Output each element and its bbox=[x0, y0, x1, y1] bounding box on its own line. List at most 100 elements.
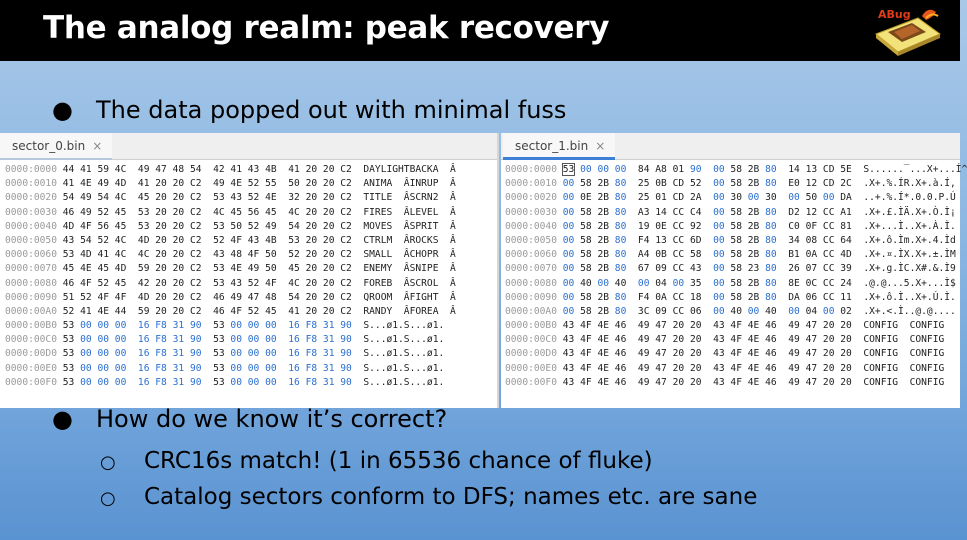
hex-byte[interactable]: 44 bbox=[114, 305, 127, 317]
hex-byte[interactable]: C2 bbox=[189, 291, 202, 303]
row-hex-bytes[interactable]: 00 58 2B 80 3C 09 CC 06 00 40 00 40 00 0… bbox=[563, 306, 852, 317]
hex-byte[interactable]: 4F bbox=[730, 348, 742, 360]
hex-byte[interactable]: C2 bbox=[340, 277, 352, 289]
hex-byte[interactable]: A3 bbox=[637, 206, 650, 218]
hex-byte[interactable]: 53 bbox=[137, 220, 150, 232]
hex-byte[interactable]: 12 bbox=[805, 178, 818, 190]
hex-byte[interactable]: 00 bbox=[265, 348, 277, 360]
hex-byte[interactable]: 4F bbox=[97, 291, 110, 303]
hex-row[interactable]: 0000:00E0 53 00 00 00 16 F8 31 90 53 00 … bbox=[0, 362, 497, 376]
hex-byte[interactable]: 2B bbox=[747, 291, 760, 303]
hex-row[interactable]: 0000:0040 00 58 2B 80 19 0E CC 92 00 58 … bbox=[501, 220, 960, 234]
hex-byte[interactable]: C2 bbox=[189, 234, 202, 246]
hex-byte[interactable]: 0C bbox=[805, 277, 818, 289]
hex-byte[interactable]: 31 bbox=[172, 348, 185, 360]
hex-byte[interactable]: 53 bbox=[561, 163, 576, 176]
hex-byte[interactable]: 00 bbox=[597, 164, 610, 175]
hex-byte[interactable]: 20 bbox=[305, 291, 318, 303]
hex-byte[interactable]: 16 bbox=[137, 348, 150, 360]
hex-byte[interactable]: 90 bbox=[189, 320, 202, 332]
hex-byte[interactable]: 20 bbox=[322, 192, 335, 204]
hex-byte[interactable]: 4E bbox=[265, 192, 277, 204]
hex-byte[interactable]: 0B bbox=[655, 249, 667, 261]
hex-byte[interactable]: 20 bbox=[305, 178, 318, 190]
hex-byte[interactable]: 49 bbox=[788, 334, 800, 346]
hex-byte[interactable]: 41 bbox=[288, 305, 300, 317]
hex-byte[interactable]: 2B bbox=[597, 206, 610, 218]
hex-byte[interactable]: F8 bbox=[155, 334, 167, 346]
hex-byte[interactable]: 31 bbox=[172, 334, 185, 346]
hex-byte[interactable]: 56 bbox=[97, 220, 110, 232]
hex-byte[interactable]: 51 bbox=[62, 291, 75, 303]
hex-byte[interactable]: 48 bbox=[265, 291, 277, 303]
hex-byte[interactable]: 30 bbox=[730, 192, 742, 204]
hex-byte[interactable]: 00 bbox=[114, 320, 127, 332]
hex-byte[interactable]: 90 bbox=[340, 362, 352, 374]
hex-byte[interactable]: 49 bbox=[213, 178, 225, 190]
hex-byte[interactable]: 54 bbox=[288, 291, 300, 303]
hex-byte[interactable]: 20 bbox=[155, 206, 167, 218]
hex-byte[interactable]: 0B bbox=[655, 178, 667, 190]
hex-byte[interactable]: 2C bbox=[840, 178, 852, 190]
hex-byte[interactable]: CC bbox=[822, 277, 835, 289]
hex-byte[interactable]: 4F bbox=[730, 362, 742, 374]
hex-byte[interactable]: 52 bbox=[247, 305, 260, 317]
hex-byte[interactable]: CC bbox=[672, 249, 685, 261]
row-hex-bytes[interactable]: 00 0E 2B 80 25 01 CD 2A 00 30 00 30 00 5… bbox=[563, 192, 852, 203]
hex-byte[interactable]: 47 bbox=[655, 320, 667, 332]
hex-byte[interactable]: 4E bbox=[97, 305, 110, 317]
hex-byte[interactable]: 00 bbox=[713, 277, 725, 289]
hex-byte[interactable]: F8 bbox=[305, 334, 318, 346]
hex-byte[interactable]: 84 bbox=[637, 164, 650, 175]
hex-byte[interactable]: 20 bbox=[822, 362, 835, 374]
hex-byte[interactable]: 20 bbox=[172, 178, 185, 190]
hex-byte[interactable]: 53 bbox=[213, 263, 225, 275]
hex-byte[interactable]: 4E bbox=[747, 362, 760, 374]
hex-byte[interactable]: 20 bbox=[305, 249, 318, 261]
hex-byte[interactable]: 09 bbox=[655, 263, 667, 275]
hex-byte[interactable]: 18 bbox=[689, 291, 702, 303]
hex-byte[interactable]: 47 bbox=[655, 376, 667, 388]
hex-byte[interactable]: 20 bbox=[822, 376, 835, 388]
hex-byte[interactable]: 00 bbox=[713, 234, 725, 246]
hex-byte[interactable]: 00 bbox=[562, 206, 575, 218]
hex-byte[interactable]: 09 bbox=[655, 305, 667, 317]
hex-byte[interactable]: 00 bbox=[713, 220, 725, 232]
hex-byte[interactable]: 4D bbox=[114, 178, 127, 190]
hex-byte[interactable]: CD bbox=[822, 164, 835, 175]
hex-byte[interactable]: 26 bbox=[788, 263, 800, 275]
hex-byte[interactable]: 00 bbox=[230, 376, 242, 388]
hex-byte[interactable]: CC bbox=[822, 206, 835, 218]
hex-row[interactable]: 0000:00B0 53 00 00 00 16 F8 31 90 53 00 … bbox=[0, 319, 497, 333]
row-hex-bytes[interactable]: 53 4D 41 4C 4C 20 20 C2 43 48 4F 50 52 2… bbox=[63, 249, 352, 260]
hex-byte[interactable]: 42 bbox=[213, 164, 225, 175]
hex-row[interactable]: 0000:00F0 53 00 00 00 16 F8 31 90 53 00 … bbox=[0, 376, 497, 390]
hex-byte[interactable]: 00 bbox=[562, 192, 575, 204]
hex-byte[interactable]: 00 bbox=[713, 263, 725, 275]
hex-row[interactable]: 0000:0020 54 49 54 4C 45 20 20 C2 53 43 … bbox=[0, 191, 497, 205]
hex-byte[interactable]: 01 bbox=[672, 164, 685, 175]
hex-byte[interactable]: 47 bbox=[805, 334, 818, 346]
hex-byte[interactable]: 4E bbox=[597, 348, 610, 360]
hex-byte[interactable]: 02 bbox=[840, 305, 852, 317]
hex-byte[interactable]: 2B bbox=[747, 234, 760, 246]
hex-byte[interactable]: 41 bbox=[80, 164, 92, 175]
hex-byte[interactable]: 45 bbox=[137, 192, 150, 204]
hex-byte[interactable]: 20 bbox=[155, 277, 167, 289]
hex-byte[interactable]: 16 bbox=[288, 362, 300, 374]
hex-byte[interactable]: 4E bbox=[597, 334, 610, 346]
hex-byte[interactable]: 4F bbox=[580, 362, 592, 374]
hex-byte[interactable]: 64 bbox=[840, 234, 852, 246]
hex-byte[interactable]: 00 bbox=[788, 305, 800, 317]
hex-byte[interactable]: 45 bbox=[114, 206, 127, 218]
hex-byte[interactable]: 00 bbox=[562, 220, 575, 232]
hex-byte[interactable]: 52 bbox=[247, 178, 260, 190]
hex-byte[interactable]: 00 bbox=[114, 362, 127, 374]
hex-byte[interactable]: 00 bbox=[713, 206, 725, 218]
hex-byte[interactable]: 20 bbox=[172, 263, 185, 275]
row-hex-bytes[interactable]: 54 49 54 4C 45 20 20 C2 53 43 52 4E 32 2… bbox=[63, 192, 352, 203]
hex-byte[interactable]: 00 bbox=[614, 164, 627, 175]
hex-byte[interactable]: 00 bbox=[80, 348, 92, 360]
hex-byte[interactable]: 80 bbox=[614, 178, 627, 190]
hex-byte[interactable]: 20 bbox=[322, 206, 335, 218]
